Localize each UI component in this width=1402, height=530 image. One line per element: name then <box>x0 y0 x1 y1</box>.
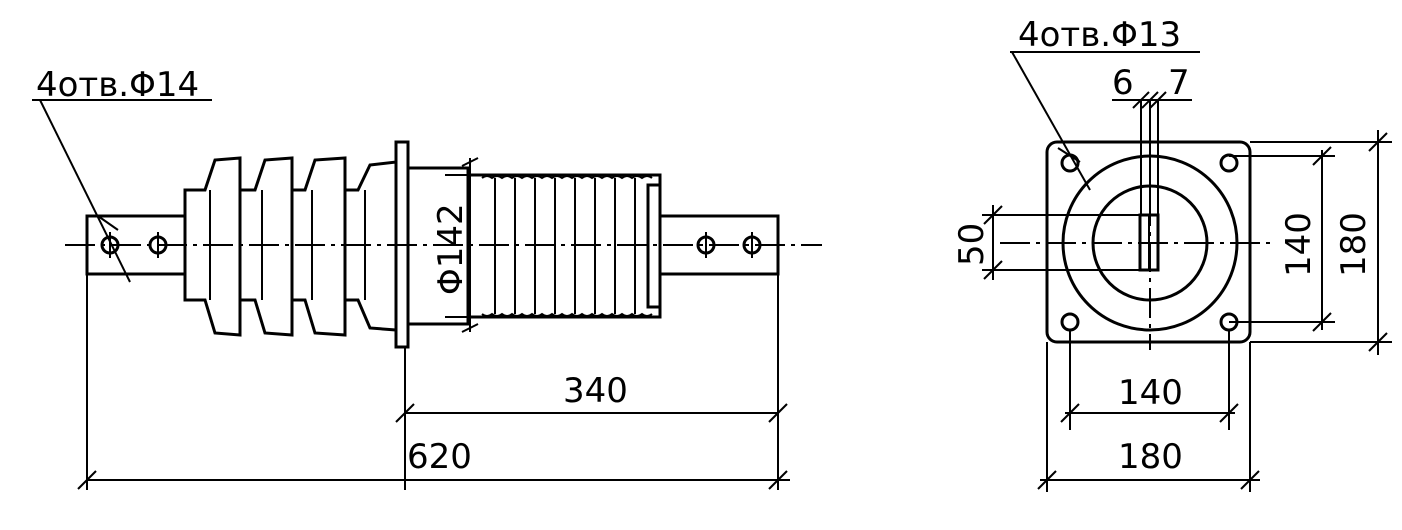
end-view: 4отв.Φ13 6 7 50 1 <box>952 15 1392 492</box>
slot-width-callout <box>1112 91 1192 215</box>
hole-note-leader <box>32 99 212 283</box>
dim-340-label: 340 <box>563 371 628 411</box>
dim-140-horizontal <box>1060 330 1239 430</box>
dim-140-vertical <box>1229 146 1335 332</box>
dim-180-h-label: 180 <box>1118 437 1183 477</box>
slot-width-b: 7 <box>1168 63 1190 103</box>
side-hole-note: 4отв.Φ14 <box>36 65 199 105</box>
insulator-sheds <box>183 156 398 337</box>
dim-180-v-label: 180 <box>1334 212 1374 277</box>
end-hole-note-leader <box>1010 51 1200 191</box>
slot-width-a: 6 <box>1112 63 1134 103</box>
end-hole-note: 4отв.Φ13 <box>1018 15 1181 55</box>
left-bar-holes <box>100 232 168 258</box>
side-view: 4отв.Φ14 Φ142 340 620 <box>32 65 822 490</box>
diameter-label: Φ142 <box>431 203 471 295</box>
dim-180-vertical <box>1250 130 1392 355</box>
dim-140-v-label: 140 <box>1279 212 1319 277</box>
dim-50-label: 50 <box>952 223 992 266</box>
dim-180-horizontal <box>1037 342 1260 492</box>
dim-340 <box>395 274 788 490</box>
dim-620 <box>77 274 790 490</box>
dim-50 <box>982 205 1140 280</box>
dim-620-label: 620 <box>407 437 472 477</box>
right-bar-holes <box>696 232 762 258</box>
dim-140-h-label: 140 <box>1118 373 1183 413</box>
diameter-dimension <box>445 157 485 333</box>
